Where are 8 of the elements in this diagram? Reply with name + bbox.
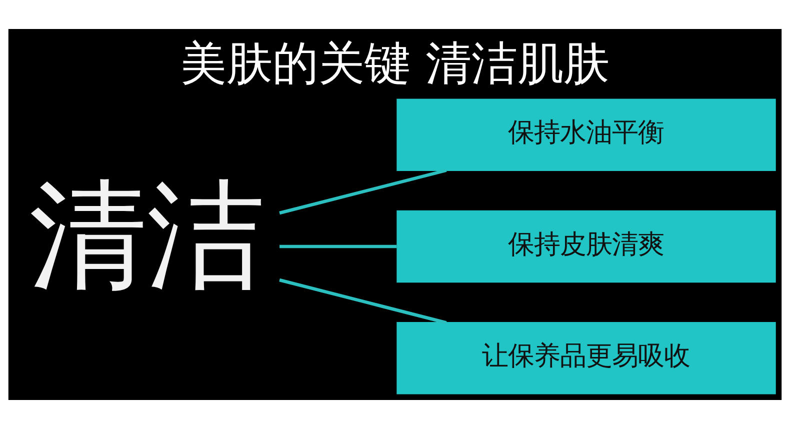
connector [279, 278, 447, 324]
node-box: 让保养品更易吸收 [396, 322, 776, 394]
connector [279, 168, 447, 215]
node-text: 清洁 [29, 166, 266, 304]
node-box: 保持水油平衡 [396, 98, 776, 171]
diagram-title: 美肤的关键 清洁肌肤 [180, 36, 610, 90]
connector [280, 244, 397, 248]
node-box: 保持皮肤清爽 [396, 210, 776, 283]
